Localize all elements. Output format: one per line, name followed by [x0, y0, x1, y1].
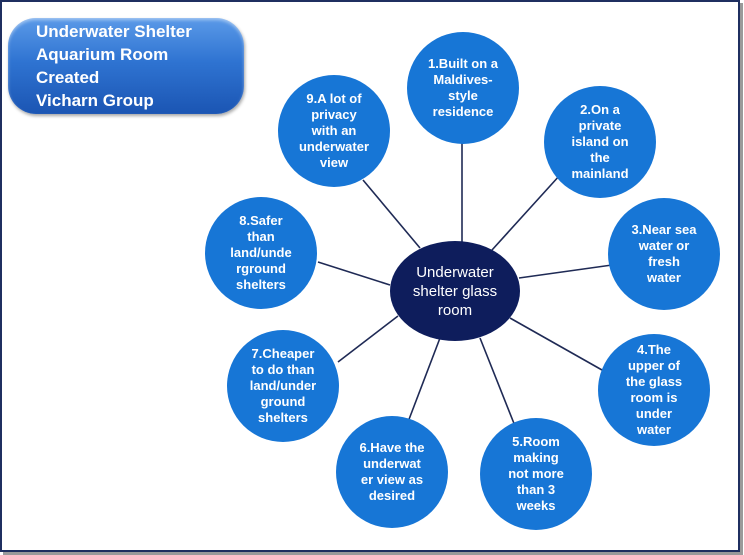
connector-6 — [407, 337, 441, 423]
title-line-2: Aquarium Room — [36, 45, 169, 64]
node-2: 2.On a private island on the mainland — [544, 86, 656, 198]
title-line-1: Underwater Shelter — [36, 22, 192, 41]
title-line-4: Vicharn Group — [36, 91, 154, 110]
connector-8 — [317, 261, 391, 286]
center-node: Underwater shelter glass room — [390, 241, 520, 341]
title-line-3: Created — [36, 68, 100, 87]
node-3-label: 3.Near sea water or fresh water — [631, 222, 697, 285]
node-3: 3.Near sea water or fresh water — [608, 198, 720, 310]
title-box: Underwater Shelter Aquarium Room Created… — [8, 18, 244, 114]
node-5-label: 5.Room making not more than 3 weeks — [508, 434, 564, 513]
connector-5 — [479, 337, 516, 427]
node-7-label: 7.Cheaper to do than land/under ground s… — [249, 346, 317, 425]
node-1-label: 1.Built on a Maldives- style residence — [427, 56, 499, 119]
node-9-label: 9.A lot of privacy with an underwater vi… — [298, 91, 370, 170]
node-4: 4.The upper of the glass room is under w… — [598, 334, 710, 446]
connector-3 — [518, 264, 613, 279]
node-6: 6.Have the underwat er view as desired — [336, 416, 448, 528]
node-7: 7.Cheaper to do than land/under ground s… — [227, 330, 339, 442]
node-6-label: 6.Have the underwat er view as desired — [359, 440, 425, 503]
node-2-label: 2.On a private island on the mainland — [571, 102, 629, 181]
node-1: 1.Built on a Maldives- style residence — [407, 32, 519, 144]
connector-9 — [362, 179, 421, 249]
node-5: 5.Room making not more than 3 weeks — [480, 418, 592, 530]
center-node-label: Underwater shelter glass room — [412, 263, 498, 319]
node-8: 8.Safer than land/unde rground shelters — [205, 197, 317, 309]
connector-2 — [491, 174, 561, 251]
node-9: 9.A lot of privacy with an underwater vi… — [278, 75, 390, 187]
node-8-label: 8.Safer than land/unde rground shelters — [230, 213, 292, 292]
connector-4 — [509, 317, 603, 371]
connector-7 — [337, 315, 399, 363]
node-4-label: 4.The upper of the glass room is under w… — [625, 342, 683, 437]
